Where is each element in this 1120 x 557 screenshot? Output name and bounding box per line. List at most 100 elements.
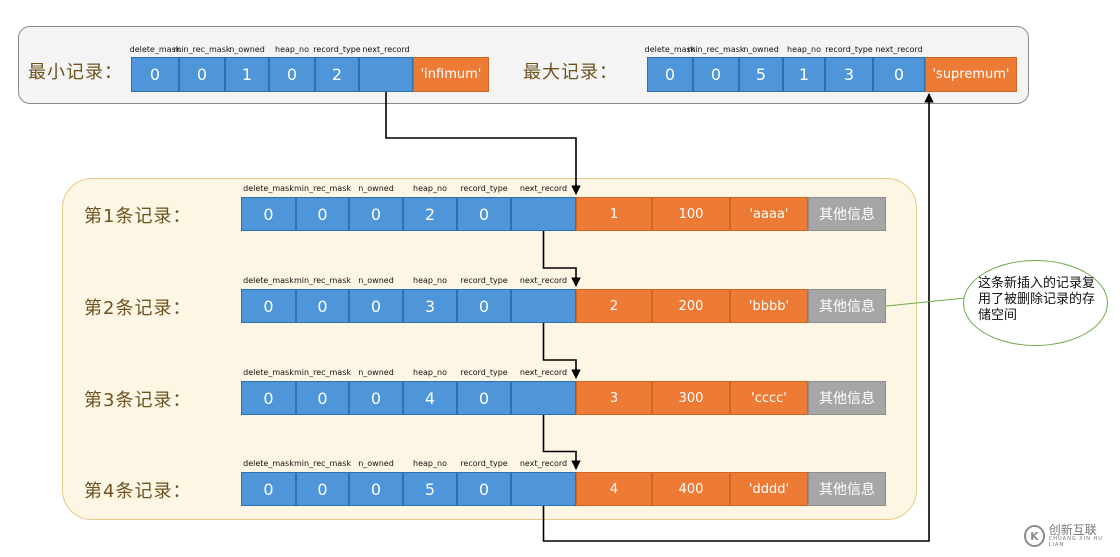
column-value-cell: 200 bbox=[652, 289, 730, 323]
field-header: heap_no bbox=[413, 459, 447, 468]
field-header: next_record bbox=[362, 45, 410, 54]
column-value-cell: 400 bbox=[652, 472, 730, 506]
field-header: record_type bbox=[460, 184, 508, 193]
column-value-cell: 'dddd' bbox=[730, 472, 808, 506]
field-header: next_record bbox=[519, 368, 568, 377]
watermark-subtitle: CHUANG XIN HU LIAN bbox=[1048, 536, 1103, 548]
user-record-label: 第1条记录： bbox=[84, 206, 192, 227]
field-cell: 2 bbox=[403, 197, 457, 231]
field-header: n_owned bbox=[743, 45, 779, 54]
field-cell: 0 bbox=[349, 197, 403, 231]
field-header: next_record bbox=[519, 276, 568, 285]
next-record-link-line bbox=[542, 306, 581, 379]
field-header: delete_mask bbox=[243, 459, 294, 468]
field-header: next_record bbox=[519, 184, 568, 193]
field-header: record_type bbox=[825, 45, 873, 54]
field-cell: 0 bbox=[241, 472, 296, 506]
field-header: record_type bbox=[460, 368, 508, 377]
field-header: min_rec_mask bbox=[173, 45, 231, 54]
column-value-cell: 100 bbox=[652, 197, 730, 231]
user-records-panel bbox=[62, 178, 917, 520]
column-value-cell: 1 bbox=[576, 197, 652, 231]
field-cell: 0 bbox=[457, 289, 511, 323]
watermark-text-group: 创新互联 CHUANG XIN HU LIAN bbox=[1049, 524, 1116, 548]
field-cell: 0 bbox=[241, 381, 296, 415]
field-cell: 0 bbox=[457, 381, 511, 415]
field-cell: 0 bbox=[647, 57, 693, 92]
field-cell: 0 bbox=[349, 381, 403, 415]
field-cell bbox=[359, 57, 413, 92]
field-header: delete_mask bbox=[129, 45, 181, 54]
field-header: delete_mask bbox=[243, 184, 294, 193]
field-header: next_record bbox=[875, 45, 923, 54]
field-cell: 4 bbox=[403, 381, 457, 415]
field-header: next_record bbox=[519, 459, 568, 468]
user-record-label: 第3条记录： bbox=[84, 390, 192, 411]
watermark-logo-icon: K bbox=[1024, 525, 1045, 547]
other-info-cell: 其他信息 bbox=[808, 197, 886, 231]
field-cell: 3 bbox=[403, 289, 457, 323]
next-record-link-line bbox=[542, 398, 581, 470]
field-header: heap_no bbox=[413, 368, 447, 377]
supremum-link-line bbox=[542, 93, 934, 542]
field-header: record_type bbox=[460, 276, 508, 285]
field-header: n_owned bbox=[358, 459, 394, 468]
field-cell: 0 bbox=[296, 197, 349, 231]
field-cell bbox=[511, 472, 576, 506]
field-cell bbox=[511, 381, 576, 415]
infimum-link-line bbox=[385, 74, 581, 195]
record-name-cell: 'supremum' bbox=[925, 57, 1017, 92]
field-header: delete_mask bbox=[243, 276, 294, 285]
watermark-title: 创新互联 bbox=[1048, 523, 1097, 537]
field-header: min_rec_mask bbox=[293, 184, 352, 193]
field-header: min_rec_mask bbox=[293, 276, 352, 285]
field-cell: 5 bbox=[403, 472, 457, 506]
field-cell: 0 bbox=[131, 57, 179, 92]
field-cell: 2 bbox=[315, 57, 359, 92]
field-header: min_rec_mask bbox=[293, 459, 352, 468]
column-value-cell: 'aaaa' bbox=[730, 197, 808, 231]
top-record-label: 最小记录： bbox=[28, 62, 123, 83]
field-header: heap_no bbox=[413, 184, 447, 193]
column-value-cell: 'bbbb' bbox=[730, 289, 808, 323]
top-record-label: 最大记录： bbox=[523, 62, 618, 83]
field-header: delete_mask bbox=[644, 45, 696, 54]
field-cell: 1 bbox=[225, 57, 269, 92]
field-header: heap_no bbox=[413, 276, 447, 285]
field-header: record_type bbox=[460, 459, 508, 468]
watermark: K 创新互联 CHUANG XIN HU LIAN bbox=[1024, 520, 1116, 552]
field-cell: 0 bbox=[241, 197, 296, 231]
user-record-label: 第2条记录： bbox=[84, 298, 192, 319]
field-header: n_owned bbox=[229, 45, 265, 54]
column-value-cell: 'cccc' bbox=[730, 381, 808, 415]
next-record-link-line bbox=[542, 214, 581, 287]
field-cell: 5 bbox=[739, 57, 783, 92]
column-value-cell: 300 bbox=[652, 381, 730, 415]
field-header: heap_no bbox=[787, 45, 821, 54]
field-cell: 0 bbox=[349, 472, 403, 506]
field-header: n_owned bbox=[358, 276, 394, 285]
field-cell: 0 bbox=[269, 57, 315, 92]
column-value-cell: 3 bbox=[576, 381, 652, 415]
field-cell: 0 bbox=[296, 289, 349, 323]
field-cell: 0 bbox=[296, 472, 349, 506]
field-cell bbox=[511, 197, 576, 231]
field-cell: 0 bbox=[457, 197, 511, 231]
callout-text: 这条新插入的记录复用了被删除记录的存储空间 bbox=[978, 276, 1096, 323]
field-cell: 0 bbox=[873, 57, 925, 92]
field-cell: 0 bbox=[241, 289, 296, 323]
field-cell: 3 bbox=[825, 57, 873, 92]
field-header: min_rec_mask bbox=[687, 45, 745, 54]
column-value-cell: 2 bbox=[576, 289, 652, 323]
other-info-cell: 其他信息 bbox=[808, 472, 886, 506]
user-record-label: 第4条记录： bbox=[84, 481, 192, 502]
field-cell: 1 bbox=[783, 57, 825, 92]
column-value-cell: 4 bbox=[576, 472, 652, 506]
field-header: heap_no bbox=[275, 45, 309, 54]
field-header: n_owned bbox=[358, 368, 394, 377]
field-header: min_rec_mask bbox=[293, 368, 352, 377]
other-info-cell: 其他信息 bbox=[808, 289, 886, 323]
field-cell bbox=[511, 289, 576, 323]
field-cell: 0 bbox=[457, 472, 511, 506]
field-header: delete_mask bbox=[243, 368, 294, 377]
